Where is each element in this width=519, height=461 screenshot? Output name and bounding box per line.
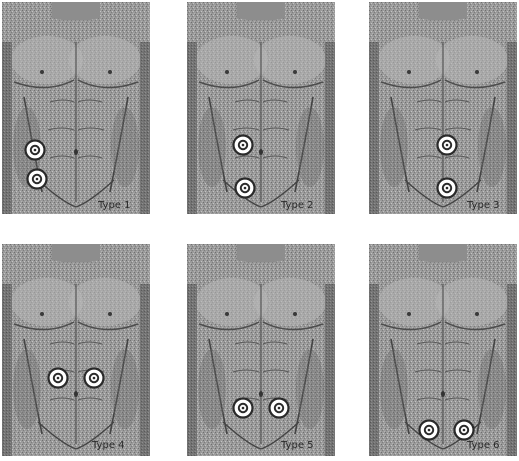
torso-illustration	[187, 2, 335, 214]
panel-caption: Type 4	[92, 440, 125, 451]
torso-illustration	[369, 244, 517, 456]
panel-caption: Type 2	[281, 200, 314, 211]
electrode-icon	[438, 136, 457, 155]
panel-type-3: Type 3	[369, 2, 517, 214]
electrode-icon	[420, 421, 439, 440]
torso-illustration	[369, 2, 517, 214]
torso-illustration	[2, 244, 150, 456]
panel-type-2: Type 2	[187, 2, 335, 214]
panel-type-5: Type 5	[187, 244, 335, 456]
torso-illustration	[187, 244, 335, 456]
torso-illustration	[2, 2, 150, 214]
electrode-icon	[455, 421, 474, 440]
electrode-icon	[49, 369, 68, 388]
panel-type-1: Type 1	[2, 2, 150, 214]
panel-caption: Type 5	[281, 440, 314, 451]
electrode-icon	[26, 141, 45, 160]
electrode-icon	[234, 136, 253, 155]
panel-type-4: Type 4	[2, 244, 150, 456]
electrode-icon	[438, 179, 457, 198]
electrode-icon	[85, 369, 104, 388]
electrode-icon	[234, 399, 253, 418]
panel-type-6: Type 6	[369, 244, 517, 456]
panel-caption: Type 3	[467, 200, 500, 211]
electrode-icon	[28, 170, 47, 189]
panel-caption: Type 6	[467, 440, 500, 451]
electrode-icon	[236, 179, 255, 198]
panel-caption: Type 1	[98, 200, 131, 211]
electrode-icon	[270, 399, 289, 418]
